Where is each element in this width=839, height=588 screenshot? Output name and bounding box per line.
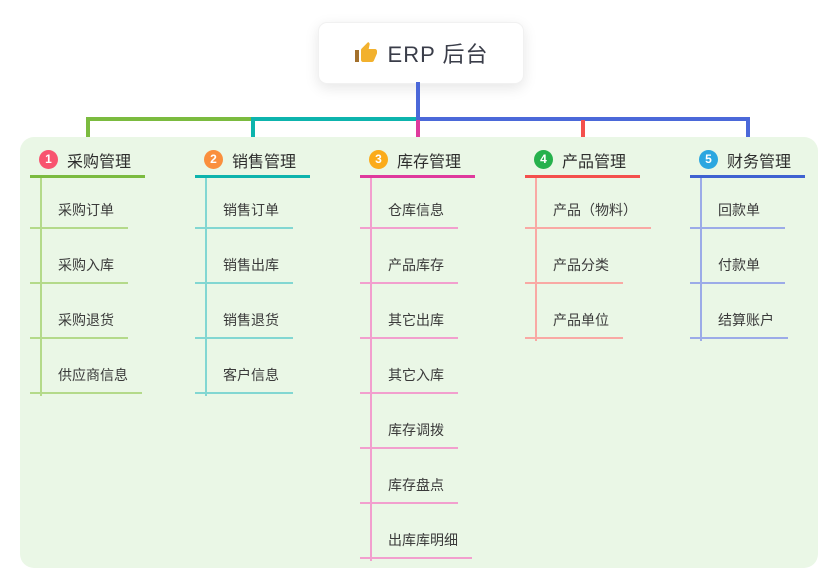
child-node-label: 付款单 bbox=[718, 257, 760, 273]
child-node-label: 采购退货 bbox=[58, 312, 114, 328]
child-node-label: 采购订单 bbox=[58, 202, 114, 218]
child-node-label: 客户信息 bbox=[223, 367, 279, 383]
branch-title-label: 库存管理 bbox=[397, 153, 462, 171]
branch-title-label: 财务管理 bbox=[727, 153, 792, 171]
branch-children: 销售订单销售出库销售退货客户信息 bbox=[195, 178, 310, 396]
child-node-label: 结算账户 bbox=[718, 312, 774, 328]
thumbs-up-icon bbox=[354, 42, 377, 62]
child-node-label: 采购入库 bbox=[58, 257, 114, 273]
branch-5: 5 财务管理回款单付款单结算账户 bbox=[690, 150, 805, 341]
child-node[interactable]: 销售出库 bbox=[195, 229, 293, 284]
connector-drop-4 bbox=[580, 120, 585, 143]
child-node-label: 库存盘点 bbox=[388, 477, 444, 493]
child-node[interactable]: 产品单位 bbox=[525, 284, 623, 339]
branch-child-connector-line bbox=[370, 178, 372, 561]
branch-number-badge: 4 bbox=[534, 150, 553, 169]
connector-horizontal-blue bbox=[415, 117, 750, 121]
child-node[interactable]: 产品库存 bbox=[360, 229, 458, 284]
child-node[interactable]: 供应商信息 bbox=[30, 339, 142, 394]
child-node-label: 其它入库 bbox=[388, 367, 444, 383]
child-node[interactable]: 其它出库 bbox=[360, 284, 458, 339]
child-node-label: 产品分类 bbox=[553, 257, 609, 273]
branch-4: 4 产品管理产品（物料） 产品分类产品单位 bbox=[525, 150, 651, 341]
child-node[interactable]: 库存调拨 bbox=[360, 394, 458, 449]
child-node[interactable]: 采购订单 bbox=[30, 178, 128, 229]
connector-horizontal-green bbox=[85, 117, 255, 121]
child-node[interactable]: 结算账户 bbox=[690, 284, 788, 339]
child-node-label: 销售退货 bbox=[223, 312, 279, 328]
root-node[interactable]: ERP 后台 bbox=[318, 22, 524, 84]
child-node[interactable]: 销售订单 bbox=[195, 178, 293, 229]
child-node[interactable]: 仓库信息 bbox=[360, 178, 458, 229]
child-node[interactable]: 产品（物料） bbox=[525, 178, 651, 229]
child-node[interactable]: 产品分类 bbox=[525, 229, 623, 284]
child-node-label: 销售订单 bbox=[223, 202, 279, 218]
branch-title[interactable]: 2 销售管理 bbox=[195, 150, 310, 178]
connector-drop-5 bbox=[745, 117, 750, 143]
connector-horizontal-teal bbox=[250, 117, 420, 121]
child-node-label: 销售出库 bbox=[223, 257, 279, 273]
child-node[interactable]: 库存盘点 bbox=[360, 449, 458, 504]
branch-number-badge: 1 bbox=[39, 150, 58, 169]
child-node-label: 供应商信息 bbox=[58, 367, 128, 383]
branch-children: 采购订单采购入库采购退货供应商信息 bbox=[30, 178, 145, 396]
branch-number-badge: 5 bbox=[699, 150, 718, 169]
root-stem-line bbox=[416, 82, 420, 119]
connector-drop-1 bbox=[85, 117, 90, 143]
branch-children: 回款单付款单结算账户 bbox=[690, 178, 805, 341]
branch-1: 1 采购管理采购订单采购入库采购退货供应商信息 bbox=[30, 150, 145, 396]
child-node-label: 库存调拨 bbox=[388, 422, 444, 438]
child-node[interactable]: 付款单 bbox=[690, 229, 785, 284]
branch-title[interactable]: 5 财务管理 bbox=[690, 150, 805, 178]
root-node-label: ERP 后台 bbox=[387, 42, 489, 67]
branch-title-label: 采购管理 bbox=[67, 153, 132, 171]
child-node[interactable]: 销售退货 bbox=[195, 284, 293, 339]
branch-number-badge: 2 bbox=[204, 150, 223, 169]
branch-child-connector-line bbox=[700, 178, 702, 341]
child-node[interactable]: 采购入库 bbox=[30, 229, 128, 284]
child-node-label: 产品单位 bbox=[553, 312, 609, 328]
branch-title[interactable]: 1 采购管理 bbox=[30, 150, 145, 178]
child-node-label: 产品（物料） bbox=[553, 202, 637, 218]
branch-3: 3 库存管理仓库信息产品库存其它出库其它入库库存调拨库存盘点出库库明细 bbox=[360, 150, 475, 561]
child-node[interactable]: 回款单 bbox=[690, 178, 785, 229]
child-node[interactable]: 采购退货 bbox=[30, 284, 128, 339]
child-node[interactable]: 出库库明细 bbox=[360, 504, 472, 559]
branch-title-label: 销售管理 bbox=[232, 153, 297, 171]
child-node-label: 产品库存 bbox=[388, 257, 444, 273]
branch-title[interactable]: 3 库存管理 bbox=[360, 150, 475, 178]
branch-child-connector-line bbox=[40, 178, 42, 396]
child-node-label: 其它出库 bbox=[388, 312, 444, 328]
branch-child-connector-line bbox=[205, 178, 207, 396]
child-node[interactable]: 客户信息 bbox=[195, 339, 293, 394]
child-node-label: 出库库明细 bbox=[388, 532, 458, 548]
branch-title-label: 产品管理 bbox=[562, 153, 627, 171]
branch-children: 仓库信息产品库存其它出库其它入库库存调拨库存盘点出库库明细 bbox=[360, 178, 475, 561]
branch-child-connector-line bbox=[535, 178, 537, 341]
child-node-label: 仓库信息 bbox=[388, 202, 444, 218]
connector-drop-2 bbox=[250, 117, 255, 143]
branch-children: 产品（物料） 产品分类产品单位 bbox=[525, 178, 651, 341]
child-node-label: 回款单 bbox=[718, 202, 760, 218]
branch-number-badge: 3 bbox=[369, 150, 388, 169]
child-node[interactable]: 其它入库 bbox=[360, 339, 458, 394]
branch-2: 2 销售管理销售订单销售出库销售退货客户信息 bbox=[195, 150, 310, 396]
branches-panel bbox=[20, 137, 818, 568]
branch-title[interactable]: 4 产品管理 bbox=[525, 150, 640, 178]
connector-drop-3 bbox=[415, 120, 420, 143]
